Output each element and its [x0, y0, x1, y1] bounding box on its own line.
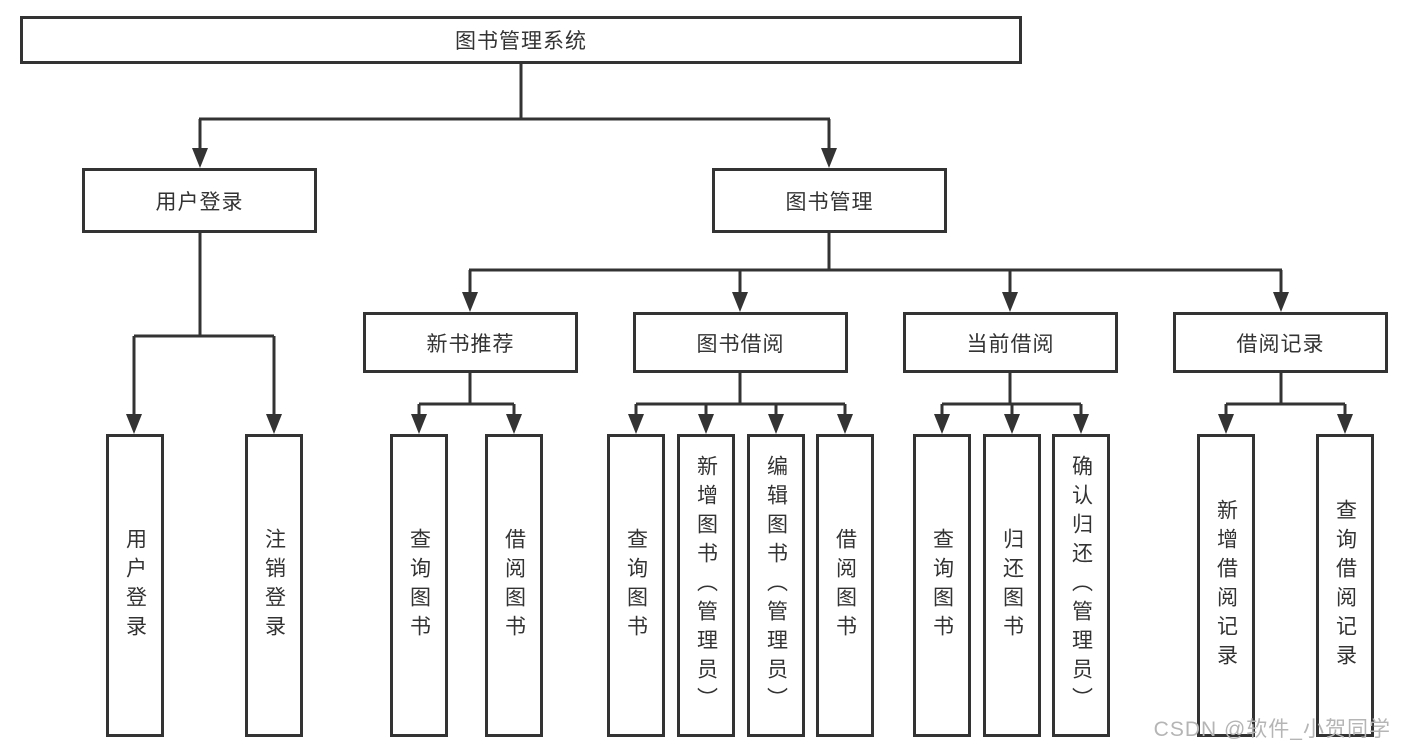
node-label: 图书管理系统	[455, 30, 587, 53]
node-book-borrowing: 图书借阅	[633, 312, 848, 373]
node-label: 新书推荐	[426, 332, 515, 356]
node-new-book-recommendation: 新书推荐	[363, 312, 578, 373]
leaf-label: 新增借阅记录	[1214, 498, 1238, 673]
leaf-borrow-books-recommend: 借阅图书	[485, 434, 543, 737]
leaf-confirm-return-admin: 确认归还（管理员）	[1052, 434, 1110, 737]
leaf-return-book: 归还图书	[983, 434, 1041, 737]
node-label: 图书管理	[785, 190, 874, 214]
node-borrowing-records: 借阅记录	[1173, 312, 1388, 373]
leaf-add-book-admin: 新增图书（管理员）	[677, 434, 735, 737]
leaf-logout: 注销登录	[245, 434, 303, 737]
leaf-user-login: 用户登录	[106, 434, 164, 737]
leaf-query-borrow-record: 查询借阅记录	[1316, 434, 1374, 737]
node-label: 当前借阅	[966, 332, 1055, 356]
leaf-label: 编辑图书（管理员）	[764, 455, 788, 716]
node-user-login: 用户登录	[82, 168, 317, 233]
leaf-label: 借阅图书	[502, 527, 526, 644]
leaf-query-books-borrow: 查询图书	[607, 434, 665, 737]
csdn-watermark: CSDN @软件_小贺同学	[1153, 718, 1391, 741]
node-label: 借阅记录	[1236, 332, 1325, 356]
node-library-management-system: 图书管理系统	[20, 16, 1022, 64]
node-label: 用户登录	[155, 190, 244, 214]
node-current-borrowing: 当前借阅	[903, 312, 1118, 373]
leaf-label: 查询图书	[930, 527, 954, 644]
leaf-borrow-books-borrow: 借阅图书	[816, 434, 874, 737]
leaf-add-borrow-record: 新增借阅记录	[1197, 434, 1255, 737]
leaf-edit-book-admin: 编辑图书（管理员）	[747, 434, 805, 737]
leaf-label: 归还图书	[1000, 527, 1024, 644]
leaf-label: 新增图书（管理员）	[694, 455, 718, 716]
leaf-query-books-recommend: 查询图书	[390, 434, 448, 737]
leaf-label: 用户登录	[123, 527, 147, 644]
leaf-label: 查询图书	[624, 527, 648, 644]
leaf-label: 注销登录	[262, 527, 286, 644]
leaf-label: 借阅图书	[833, 527, 857, 644]
leaf-query-books-current: 查询图书	[913, 434, 971, 737]
leaf-label: 查询借阅记录	[1333, 498, 1357, 673]
leaf-label: 确认归还（管理员）	[1069, 455, 1093, 716]
leaf-label: 查询图书	[407, 527, 431, 644]
node-book-management: 图书管理	[712, 168, 947, 233]
node-label: 图书借阅	[696, 332, 785, 356]
